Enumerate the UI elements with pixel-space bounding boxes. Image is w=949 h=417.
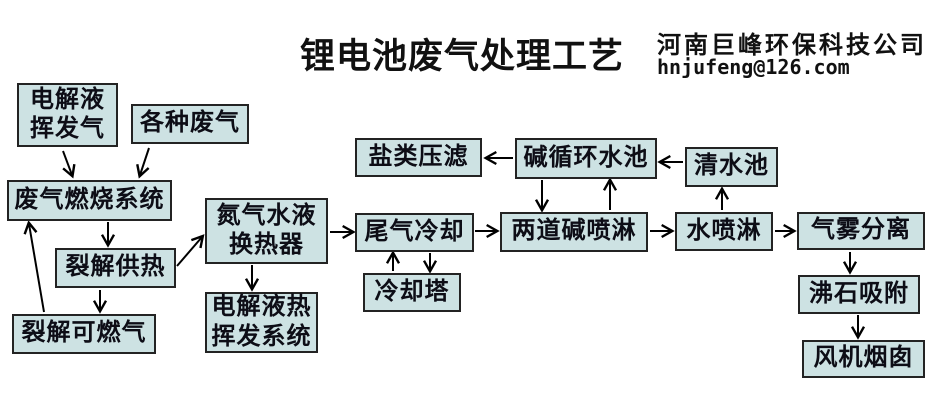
- node-double-alkali-spray: 两道碱喷淋: [500, 212, 648, 252]
- node-cooling-tower: 冷却塔: [363, 273, 461, 312]
- node-fan-chimney: 风机烟囱: [802, 340, 925, 378]
- node-nitrogen-water-heat-exchanger: 氮气水液 换热器: [205, 198, 328, 264]
- node-pyrolysis-fuel-gas: 裂解可燃气: [12, 314, 156, 354]
- node-electrolyte-vapor-gas: 电解液 挥发气: [17, 83, 118, 147]
- node-tail-gas-cooling: 尾气冷却: [355, 213, 474, 252]
- page-title: 锂电池废气处理工艺: [300, 37, 625, 76]
- company-email: hnjufeng@126.com: [657, 55, 850, 79]
- arrow-various-waste-to-combustion: [136, 147, 150, 179]
- arrow-pyrolysis-heat-to-heat-exchanger: [176, 234, 205, 267]
- node-various-waste-gas: 各种废气: [131, 104, 249, 144]
- node-water-spray: 水喷淋: [675, 212, 773, 251]
- arrow-fuel-gas-to-combustion: [23, 220, 45, 313]
- node-salt-press-filter: 盐类压滤: [355, 138, 482, 177]
- node-zeolite-adsorption: 沸石吸附: [798, 275, 920, 314]
- node-alkali-circulating-pool: 碱循环水池: [515, 138, 657, 179]
- node-waste-gas-combustion-system: 废气燃烧系统: [7, 180, 172, 221]
- arrow-electrolyte-vapor-to-combustion: [62, 150, 76, 179]
- node-pyrolysis-heat-supply: 裂解供热: [55, 248, 176, 288]
- node-mist-separation: 气雾分离: [797, 212, 925, 250]
- node-electrolyte-thermal-vapor-system: 电解液热 挥发系统: [205, 292, 318, 353]
- company-name: 河南巨峰环保科技公司: [657, 33, 927, 59]
- node-clean-water-pool: 清水池: [685, 147, 778, 187]
